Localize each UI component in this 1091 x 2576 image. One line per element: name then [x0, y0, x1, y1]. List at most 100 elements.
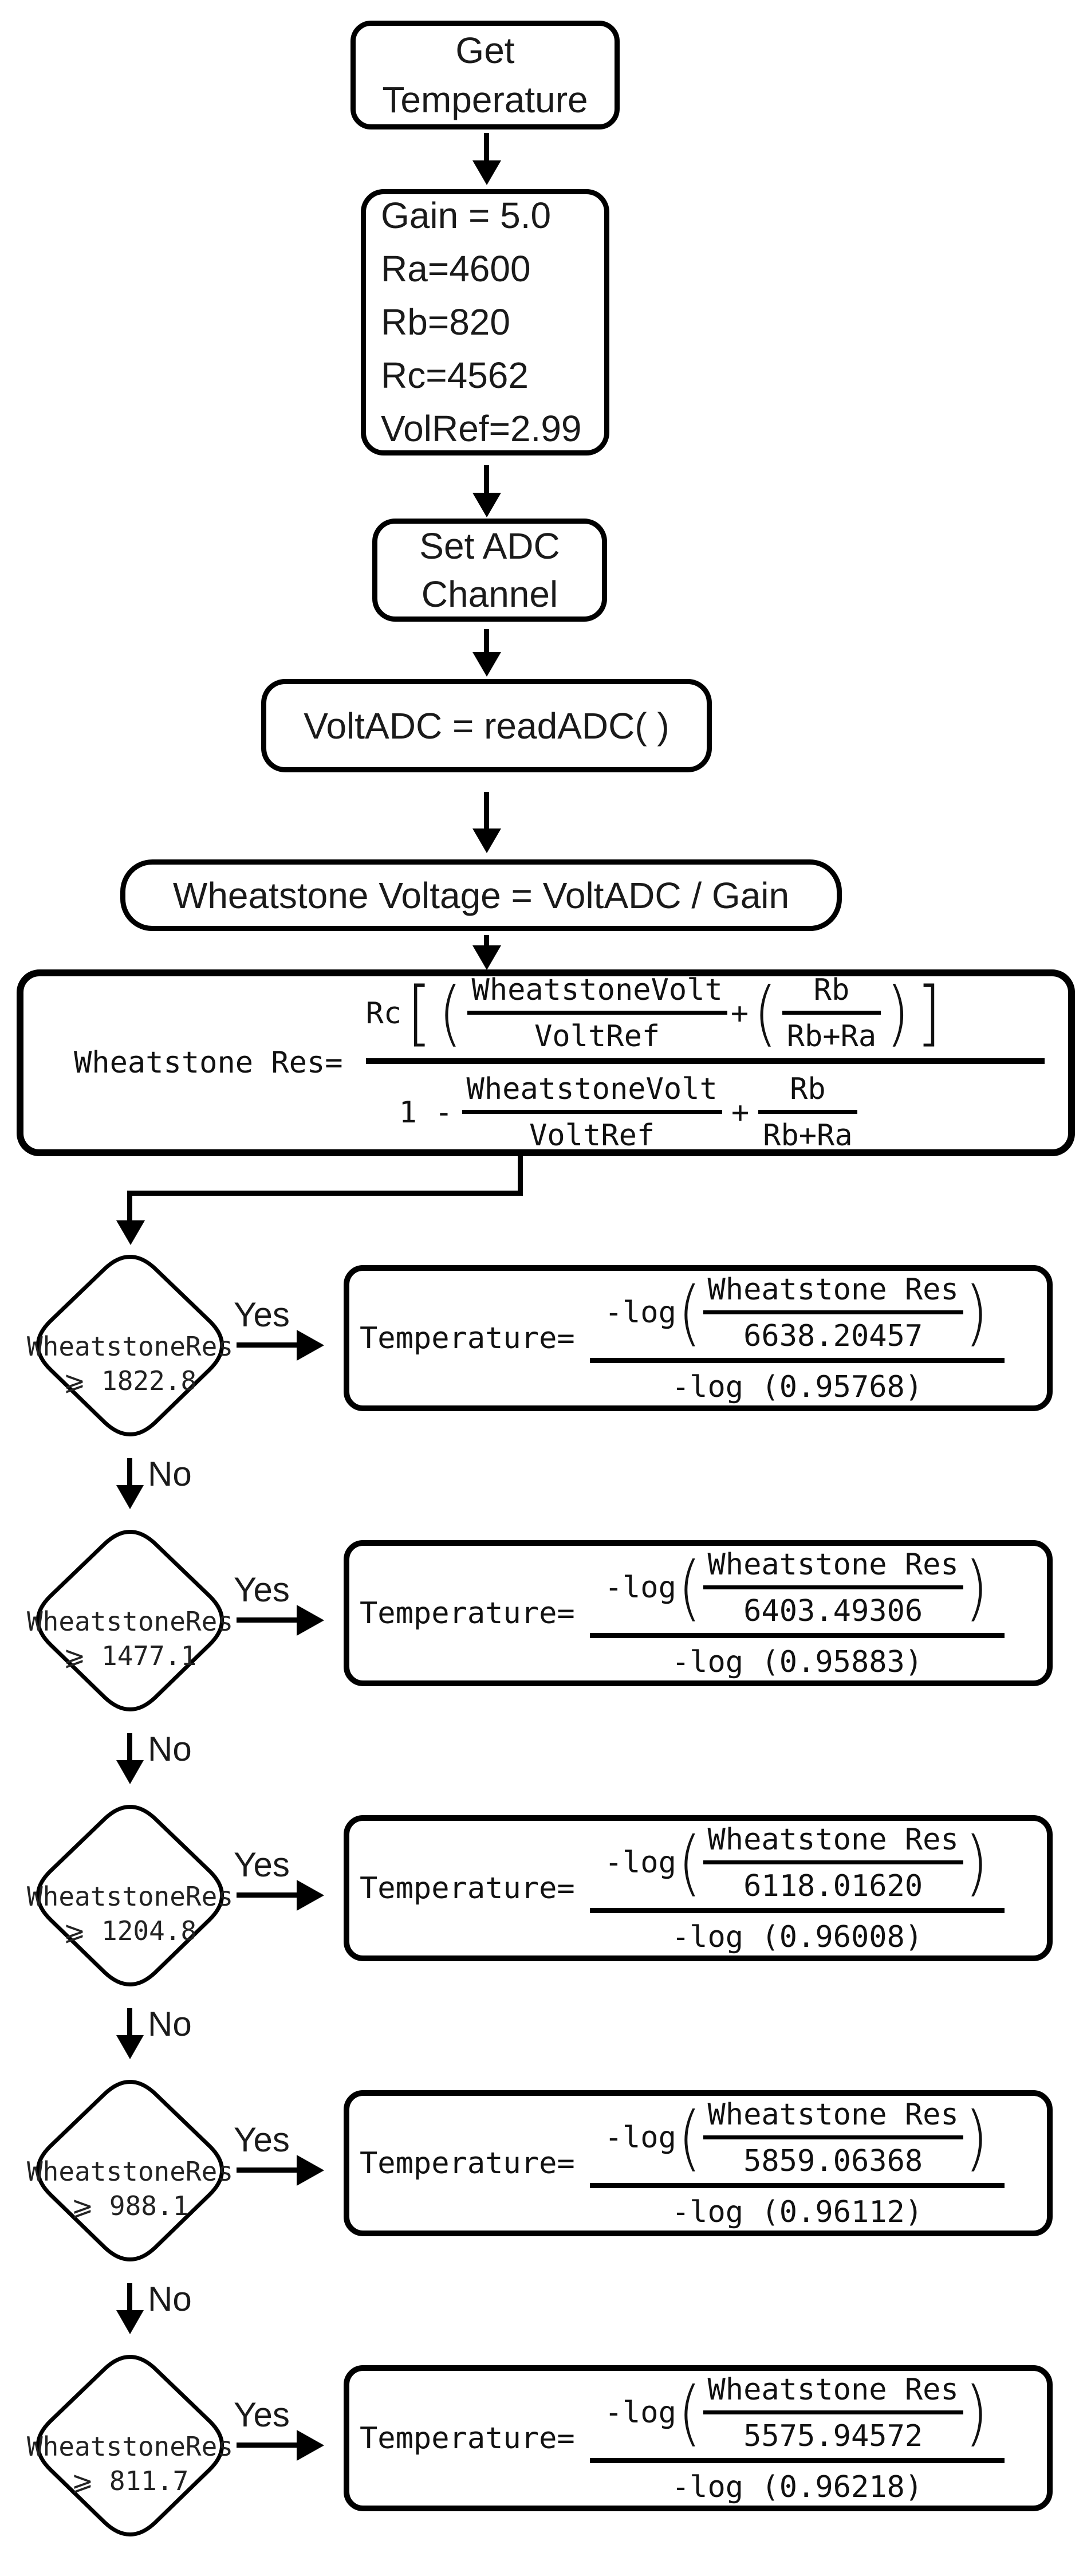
- yes-label: Yes: [234, 1845, 290, 1884]
- temperature-label: Temperature=: [360, 1321, 575, 1356]
- decision-row: WheatstoneRes ⩾ 988.1 Yes Temperature= -…: [0, 2070, 1091, 2334]
- no-arrow-head: [116, 1760, 144, 1784]
- param-volref: VolRef=2.99: [381, 408, 582, 449]
- paren-close-glyph: ): [886, 972, 909, 1055]
- temperature-numerator: -log ( Wheatstone Res 5575.94572 ): [590, 2373, 1005, 2458]
- yes-label: Yes: [234, 1570, 290, 1609]
- yes-arrow-shaft: [237, 2167, 298, 2173]
- temperature-formula-node: Temperature= -log ( Wheatstone Res 6118.…: [344, 1815, 1053, 1961]
- yes-arrow-head: [297, 1605, 324, 1636]
- temperature-label: Temperature=: [360, 2421, 575, 2456]
- main-fraction-bar: [589, 1357, 1005, 1363]
- temperature-denominator: -log (0.96112): [671, 2194, 923, 2229]
- temperature-fraction: -log ( Wheatstone Res 6638.20457 ) -log …: [589, 1273, 1005, 1404]
- formula-numerator: Rc [ ( WheatstoneVolt VoltRef + ( Rb Rb+…: [366, 973, 943, 1058]
- log-prefix: -log: [604, 1295, 676, 1330]
- flow-arrow-shaft: [484, 465, 489, 494]
- no-arrow-shaft: [127, 2008, 132, 2035]
- params-node: Gain = 5.0 Ra=4600 Rb=820 Rc=4562 VolRef…: [361, 189, 609, 455]
- fraction-bar: [462, 1110, 722, 1114]
- fraction-denominator: 5859.06368: [743, 2143, 923, 2178]
- den-frac1-den: VoltRef: [529, 1118, 655, 1153]
- no-arrow-head: [116, 1485, 144, 1509]
- param-ra: Ra=4600: [381, 248, 531, 289]
- temperature-label: Temperature=: [360, 2146, 575, 2181]
- num-frac1-den: VoltRef: [534, 1019, 660, 1054]
- yes-label: Yes: [234, 2396, 290, 2434]
- den-frac2-num: Rb: [790, 1072, 826, 1106]
- temperature-formula-node: Temperature= -log ( Wheatstone Res 6638.…: [344, 1265, 1053, 1411]
- yes-arrow-shaft: [237, 1342, 298, 1348]
- log-prefix: -log: [604, 2396, 676, 2430]
- fraction-bar: [703, 1585, 963, 1589]
- no-arrow-head: [116, 2035, 144, 2059]
- wheatstone-res-formula-node: Wheatstone Res= Rc [ ( WheatstoneVolt Vo…: [17, 969, 1075, 1156]
- res-over-constant-fraction: Wheatstone Res 6638.20457: [703, 1273, 963, 1353]
- yes-arrow-head: [297, 2430, 324, 2461]
- yes-arrow-head: [297, 1330, 324, 1361]
- bracket-close-glyph: ]: [916, 972, 942, 1054]
- coef-rc: Rc: [365, 996, 402, 1031]
- temperature-numerator: -log ( Wheatstone Res 5859.06368 ): [590, 2098, 1005, 2183]
- fraction-numerator: Wheatstone Res: [707, 1272, 959, 1307]
- main-fraction-bar: [589, 1907, 1005, 1913]
- paren-open-glyph: (: [678, 1821, 702, 1904]
- paren-close-glyph: ): [964, 1546, 988, 1629]
- temperature-denominator: -log (0.95768): [671, 1369, 923, 1404]
- start-node-line2: Temperature: [382, 79, 588, 120]
- decision-condition-line1: WheatstoneRes: [26, 1606, 234, 1637]
- read-adc-text: VoltADC = readADC( ): [304, 705, 669, 747]
- decision-condition: WheatstoneRes ⩾ 1204.8: [6, 1879, 254, 1948]
- flow-arrow-head: [472, 828, 501, 853]
- fraction-bar: [703, 2135, 963, 2139]
- decision-condition-line1: WheatstoneRes: [26, 1331, 234, 1362]
- fraction-denominator: 5575.94572: [743, 2418, 923, 2453]
- fraction-bar: [467, 1011, 727, 1015]
- no-label: No: [148, 1455, 192, 1493]
- set-adc-line1: Set ADC: [419, 525, 560, 567]
- bracket-open-glyph: [: [407, 972, 432, 1054]
- log-prefix: -log: [604, 1570, 676, 1605]
- fraction-denominator: 6118.01620: [743, 1868, 923, 1903]
- decision-condition-line2: ⩾ 988.1: [71, 2190, 189, 2221]
- flow-arrow-head: [472, 652, 501, 677]
- paren-close-glyph: ): [964, 2096, 988, 2179]
- temperature-fraction: -log ( Wheatstone Res 6403.49306 ) -log …: [589, 1546, 1005, 1679]
- temperature-label: Temperature=: [360, 1596, 575, 1631]
- no-arrow-shaft: [127, 1458, 132, 1485]
- elbow-connector-arrow-head: [116, 1220, 145, 1245]
- temperature-numerator: -log ( Wheatstone Res 6118.01620 ): [590, 1823, 1005, 1908]
- flow-arrow-shaft: [484, 629, 489, 653]
- wheatstone-voltage-text: Wheatstone Voltage = VoltADC / Gain: [172, 874, 790, 916]
- elbow-connector-horizontal: [127, 1191, 523, 1196]
- yes-arrow-shaft: [237, 1892, 298, 1898]
- yes-arrow-head: [297, 2155, 324, 2186]
- decision-condition-line1: WheatstoneRes: [26, 2156, 234, 2187]
- decision-condition: WheatstoneRes ⩾ 811.7: [6, 2429, 254, 2498]
- decision-row: WheatstoneRes ⩾ 1204.8 Yes Temperature= …: [0, 1794, 1091, 2059]
- num-frac2-den: Rb+Ra: [786, 1019, 877, 1054]
- temperature-fraction: -log ( Wheatstone Res 5575.94572 ) -log …: [589, 2373, 1005, 2504]
- paren-open-glyph: (: [678, 2096, 702, 2179]
- temperature-formula-node: Temperature= -log ( Wheatstone Res 5859.…: [344, 2090, 1053, 2236]
- temperature-fraction: -log ( Wheatstone Res 5859.06368 ) -log …: [589, 2098, 1005, 2229]
- flow-arrow-head: [472, 493, 501, 517]
- decision-condition-line2: ⩾ 1204.8: [63, 1915, 197, 1946]
- decision-condition: WheatstoneRes ⩾ 1477.1: [6, 1604, 254, 1673]
- decision-row: WheatstoneRes ⩾ 1822.8 Yes Temperature= …: [0, 1244, 1091, 1509]
- paren-open-glyph: (: [754, 972, 777, 1055]
- plus-sign: +: [731, 1095, 750, 1130]
- decision-diamond: [36, 1805, 224, 1986]
- temperature-denominator: -log (0.96008): [671, 1919, 923, 1954]
- flow-arrow-head: [472, 160, 501, 185]
- param-rb: Rb=820: [381, 301, 510, 343]
- start-node: Get Temperature: [350, 21, 620, 129]
- num-frac2-num: Rb: [813, 973, 850, 1007]
- den-frac2: Rb Rb+Ra: [758, 1072, 857, 1153]
- fraction-bar: [703, 1860, 963, 1864]
- wheatstone-voltage-node: Wheatstone Voltage = VoltADC / Gain: [120, 859, 842, 931]
- param-rc: Rc=4562: [381, 355, 529, 396]
- paren-open-glyph: (: [438, 972, 462, 1055]
- temperature-formula-node: Temperature= -log ( Wheatstone Res 6403.…: [344, 1540, 1053, 1686]
- flow-arrow-shaft: [484, 935, 489, 948]
